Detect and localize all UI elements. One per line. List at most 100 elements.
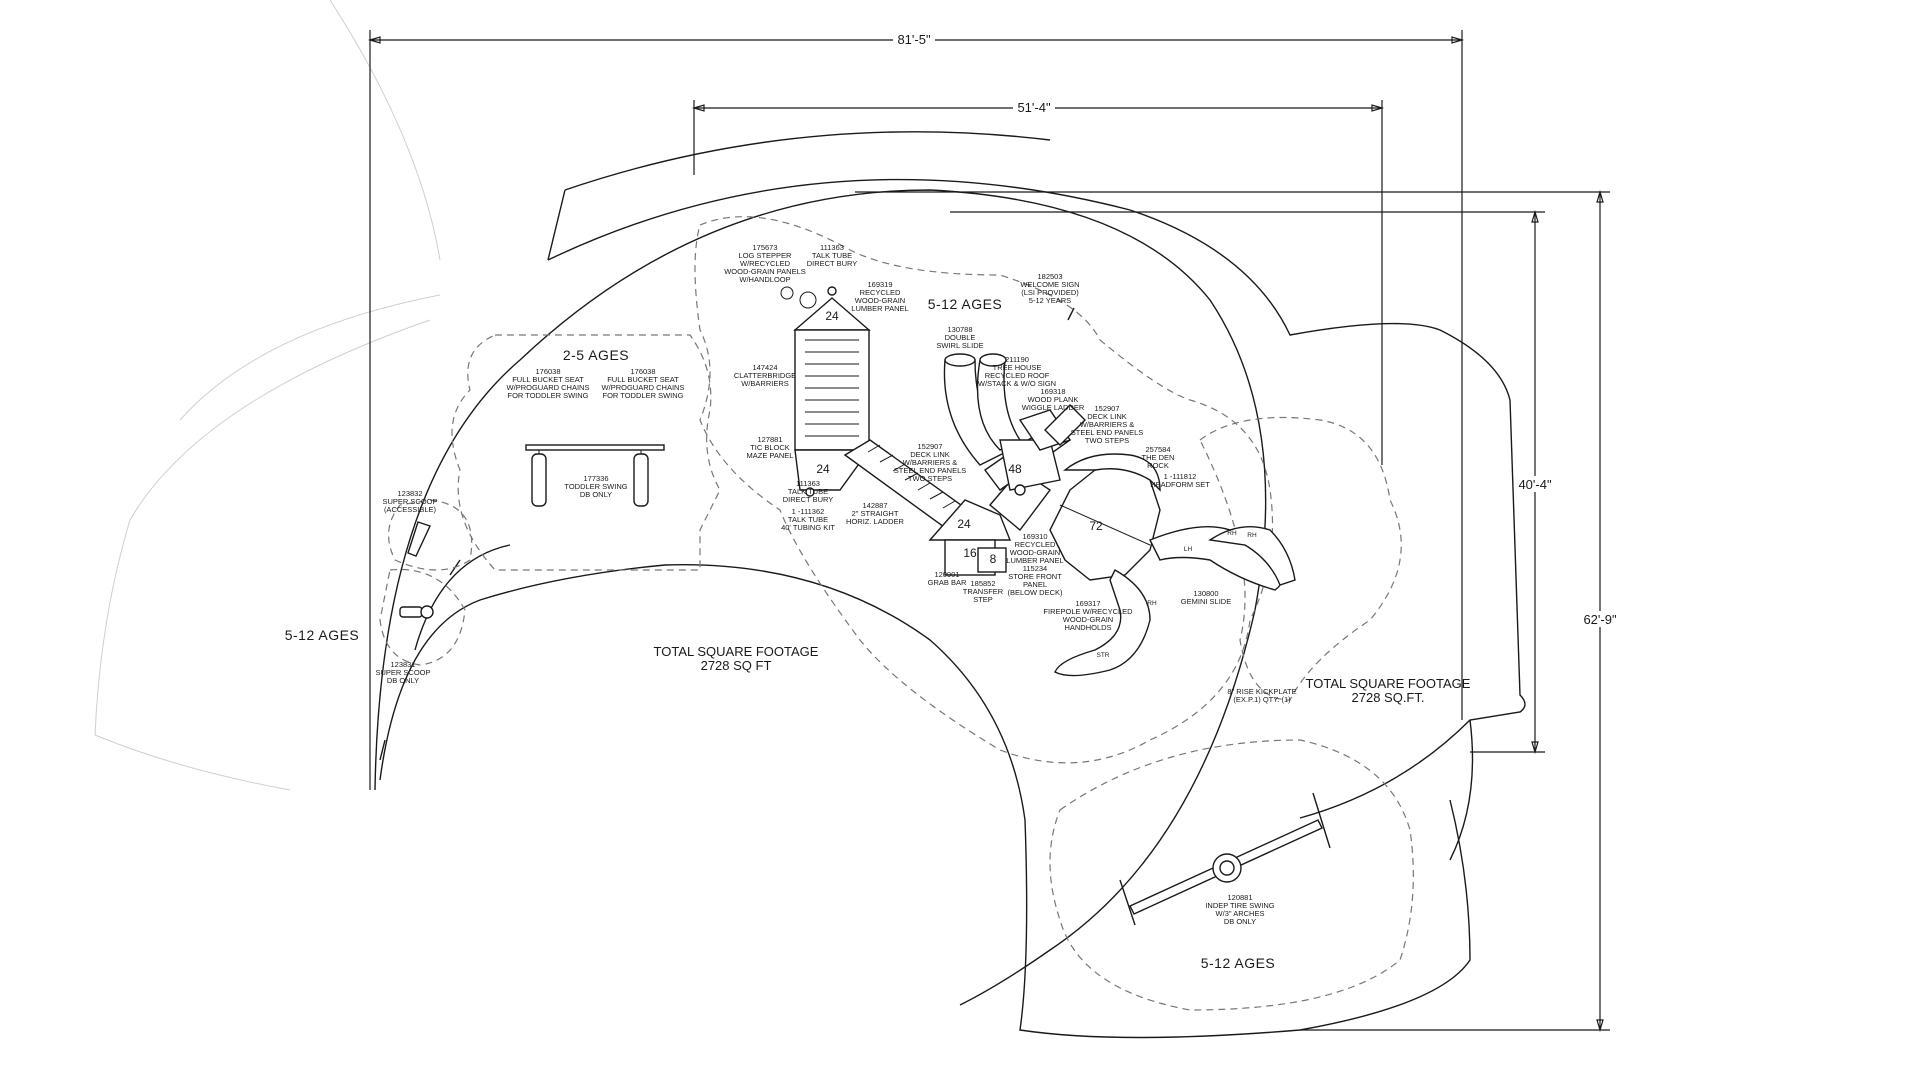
svg-text:169310: 169310 [1022,532,1047,541]
svg-text:STEEL END PANELS: STEEL END PANELS [894,466,967,475]
svg-text:STR: STR [1097,652,1110,659]
svg-text:111363: 111363 [820,243,844,252]
super-scoop-accessible [407,521,431,557]
deck-height-48: 48 [1008,462,1022,476]
svg-text:(LSI PROVIDED): (LSI PROVIDED) [1021,288,1079,297]
svg-text:185852: 185852 [970,579,995,588]
svg-text:HORIZ. LADDER: HORIZ. LADDER [846,517,905,526]
overall-depth-dimension: 62'-9" [1583,612,1617,627]
svg-text:GRAB BAR: GRAB BAR [928,578,967,587]
callout-deck-link-right: 152907 DECK LINK W/BARRIERS & STEEL END … [1071,404,1144,445]
svg-text:W/BARRIERS: W/BARRIERS [741,379,789,388]
deck-heights: 24 24 24 16 8 48 72 [816,309,1103,566]
background-arcs [94,0,441,791]
svg-text:WOOD PLANK: WOOD PLANK [1028,395,1079,404]
svg-text:(ACCESSIBLE): (ACCESSIBLE) [384,505,437,514]
svg-text:W/BARRIERS &: W/BARRIERS & [1080,420,1135,429]
svg-text:STEEL END PANELS: STEEL END PANELS [1071,428,1144,437]
svg-text:(BELOW DECK): (BELOW DECK) [1007,588,1063,597]
callout-tire-swing: 120881 INDEP TIRE SWING W/3" ARCHES DB O… [1205,893,1274,926]
svg-text:120901: 120901 [934,570,959,579]
svg-text:W/BARRIERS &: W/BARRIERS & [903,458,958,467]
svg-text:W/RECYCLED: W/RECYCLED [740,259,791,268]
svg-text:175673: 175673 [752,243,777,252]
svg-text:RH: RH [1247,532,1257,539]
svg-text:RH: RH [1227,530,1237,537]
callout-tree-house: 211190 TREE HOUSE RECYCLED ROOF W/STACK … [978,355,1056,388]
svg-text:SWIRL SLIDE: SWIRL SLIDE [936,341,983,350]
svg-text:182503: 182503 [1037,272,1062,281]
deck-height-72: 72 [1089,519,1103,533]
svg-text:RECYCLED: RECYCLED [1015,540,1056,549]
callout-bucket-seat-1: 176038 FULL BUCKET SEAT W/PROGUARD CHAIN… [507,367,590,400]
dimension-lines: 81'-5" 51'-4" 40'-4" 62'-9" [367,30,1621,1033]
deck-height-16: 16 [963,546,977,560]
svg-text:1 -111362: 1 -111362 [792,507,825,516]
svg-text:ROCK: ROCK [1147,461,1169,470]
callout-grab-bar: 120901 GRAB BAR [928,570,967,587]
svg-text:TODDLER SWING: TODDLER SWING [564,482,627,491]
callout-tic-block: 127881 TIC BLOCK MAZE PANEL [747,435,794,460]
svg-text:CLATTERBRIDGE: CLATTERBRIDGE [734,371,796,380]
svg-text:HANDHOLDS: HANDHOLDS [1064,623,1111,632]
footage-value-left: 2728 SQ FT [701,658,772,673]
svg-text:40' TUBING KIT: 40' TUBING KIT [781,523,835,532]
welcome-sign [1067,307,1075,321]
svg-text:TWO STEPS: TWO STEPS [908,474,952,483]
svg-text:DECK LINK: DECK LINK [910,450,950,459]
footage-value-right: 2728 SQ.FT. [1352,690,1425,705]
svg-text:LUMBER PANEL: LUMBER PANEL [1006,556,1063,565]
svg-text:THE DEN: THE DEN [1142,453,1175,462]
callout-transfer-step: 185852 TRANSFER STEP [963,579,1004,604]
callout-horiz-ladder: 142887 2" STRAIGHT HORIZ. LADDER [846,501,905,526]
svg-text:WELCOME SIGN: WELCOME SIGN [1020,280,1079,289]
svg-text:WOOD-GRAIN: WOOD-GRAIN [1010,548,1060,557]
main-play-structure [793,286,1296,677]
svg-text:130800: 130800 [1193,589,1218,598]
deck-height-top: 24 [825,309,839,323]
inner-depth-dimension: 40'-4" [1518,477,1552,492]
callout-clatterbridge: 147424 CLATTERBRIDGE W/BARRIERS [734,363,796,388]
svg-text:LUMBER PANEL: LUMBER PANEL [851,304,908,313]
callout-double-swirl: 130788 DOUBLE SWIRL SLIDE [936,325,983,350]
footage-title-right: TOTAL SQUARE FOOTAGE [1306,676,1471,691]
svg-text:176038: 176038 [535,367,560,376]
callout-wood-plank: 169318 WOOD PLANK WIGGLE LADDER [1022,387,1085,412]
deck-height-8: 8 [990,552,997,566]
callout-wood-grain-panel: 169319 RECYCLED WOOD-GRAIN LUMBER PANEL [851,280,908,313]
slide-tags: LH RH RH RH STR [1097,530,1257,659]
svg-text:8" RISE KICKPLATE: 8" RISE KICKPLATE [1227,687,1296,696]
svg-text:GEMINI SLIDE: GEMINI SLIDE [1181,597,1231,606]
callout-super-scoop: 123831 SUPER SCOOP DB ONLY [375,660,430,685]
callout-store-front: 169310 RECYCLED WOOD-GRAIN LUMBER PANEL … [1006,532,1063,597]
svg-text:FOR TODDLER SWING: FOR TODDLER SWING [603,391,684,400]
svg-text:142887: 142887 [862,501,887,510]
svg-text:130788: 130788 [947,325,972,334]
overall-width-dimension: 81'-5" [897,32,931,47]
super-scoop [399,605,434,619]
svg-text:STORE FRONT: STORE FRONT [1008,572,1062,581]
inner-width-dimension: 51'-4" [1017,100,1051,115]
callout-welcome-sign: 182503 WELCOME SIGN (LSI PROVIDED) 5-12 … [1020,272,1079,305]
callout-log-stepper: 175673 LOG STEPPER W/RECYCLED WOOD-GRAIN… [724,243,806,284]
callout-talk-tube-bottom: 111363 TALK TUBE DIRECT BURY [783,479,834,504]
svg-text:115234: 115234 [1023,564,1047,573]
svg-text:W/PROGUARD CHAINS: W/PROGUARD CHAINS [602,383,685,392]
svg-text:211190: 211190 [1005,355,1029,364]
svg-text:120881: 120881 [1227,893,1252,902]
svg-text:RECYCLED: RECYCLED [860,288,901,297]
deck-markers [780,286,817,309]
deck-height-middle: 24 [957,517,971,531]
svg-text:TALK TUBE: TALK TUBE [788,515,828,524]
svg-text:TRANSFER: TRANSFER [963,587,1004,596]
svg-text:MAZE PANEL: MAZE PANEL [747,451,794,460]
callout-tubing-kit: 1 -111362 TALK TUBE 40' TUBING KIT [781,507,835,532]
svg-text:152907: 152907 [1094,404,1119,413]
svg-text:DIRECT BURY: DIRECT BURY [807,259,858,268]
svg-text:WOOD-GRAIN: WOOD-GRAIN [1063,615,1113,624]
svg-text:5-12 YEARS: 5-12 YEARS [1029,296,1071,305]
svg-text:TIC BLOCK: TIC BLOCK [750,443,790,452]
svg-text:123831: 123831 [390,660,415,669]
svg-text:TALK TUBE: TALK TUBE [812,251,852,260]
